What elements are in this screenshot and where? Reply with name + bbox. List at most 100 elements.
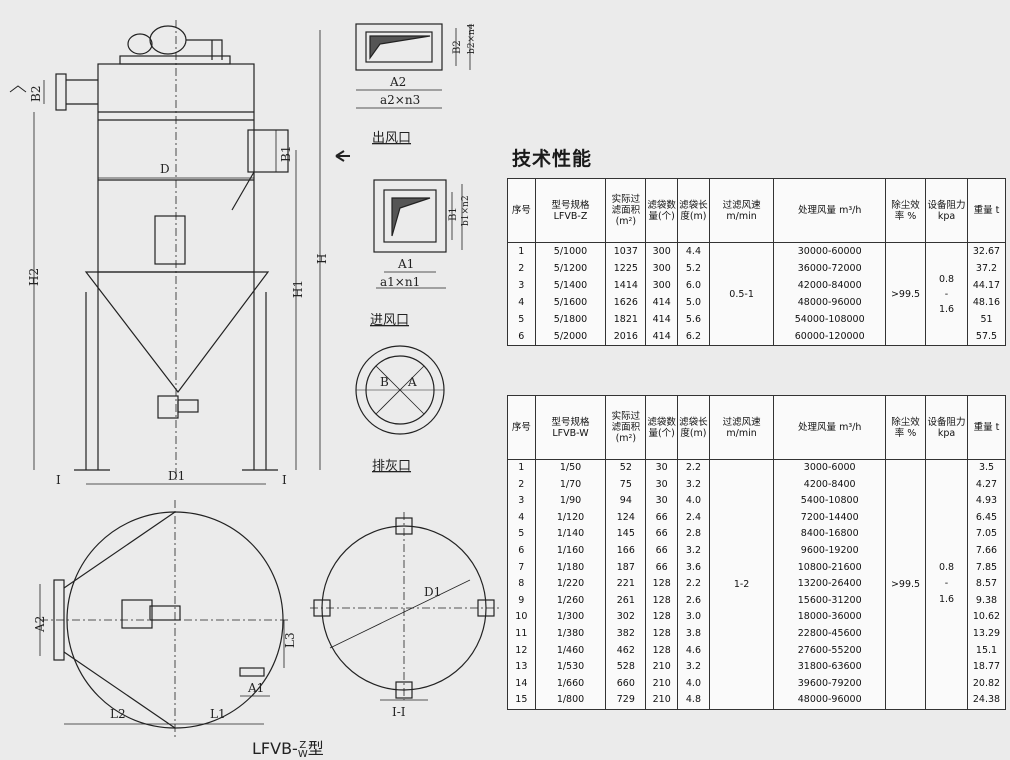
th-air: 处理风量 m³/h [773, 395, 887, 460]
table-cell: 5/1200 [553, 263, 588, 274]
table-cell: 302 [616, 611, 635, 623]
table-cell: 94 [619, 495, 632, 507]
table-cell: 210 [652, 661, 671, 673]
hopper [84, 271, 270, 393]
table-cell: 57.5 [975, 331, 998, 342]
dim-b1n2: b1×n2 [461, 195, 471, 226]
label-ash-outlet: 排灰口 [372, 459, 411, 474]
th-model: 型号规格 LFVB-Z [534, 178, 607, 243]
dim-I-left: I [56, 473, 61, 487]
ash-valve [157, 395, 179, 419]
th-speed: 过滤风速 m/min [708, 395, 775, 460]
table-cell: 32.67 [972, 246, 1001, 257]
table-cell: 5.2 [685, 263, 701, 274]
table-cell: 4.8 [685, 694, 701, 706]
table-cell: 1414 [613, 280, 638, 291]
th-area: 实际过滤面积(m²) [605, 395, 647, 460]
table-cell: 3.6 [685, 561, 701, 573]
table-cell: 2.2 [685, 462, 701, 473]
table-cell: 2.2 [685, 578, 701, 590]
inlet-box [247, 129, 289, 173]
table-cell: 1037 [613, 246, 638, 257]
table-cell: 5/1000 [553, 246, 588, 257]
th-weight: 重量 t [967, 395, 1006, 460]
table-cell: - [944, 578, 949, 590]
th-speed: 过滤风速 m/min [708, 178, 775, 243]
table-cell: 3.2 [685, 661, 701, 673]
table-cell: 1/220 [556, 578, 585, 590]
table-cell: 2.4 [685, 511, 701, 523]
table-cell: 2.6 [685, 594, 701, 606]
table-cell: 1/460 [556, 644, 585, 656]
outlet-detail [355, 23, 443, 71]
table-cell: 1/300 [556, 611, 585, 623]
access-door [154, 215, 186, 265]
table-cell: 4.27 [975, 478, 998, 490]
table-cell: 4.0 [685, 495, 701, 507]
table-cell: 128 [652, 644, 671, 656]
table-cell: 187 [616, 561, 635, 573]
dim-B1: B1 [279, 146, 293, 162]
table-cell: 48000-96000 [797, 694, 862, 706]
dim-Bi: B1 [448, 207, 459, 221]
dim-D: D [160, 162, 170, 176]
outlet-flange [55, 73, 67, 111]
table-cell: 48.16 [972, 297, 1001, 308]
table-cell: 2.8 [685, 528, 701, 540]
table-cell: 18.77 [972, 661, 1001, 673]
table-cell: 0.8 [938, 562, 955, 574]
table-cell: 7.85 [975, 561, 998, 573]
table-cell: 2 [518, 263, 525, 274]
table-cell: 300 [652, 280, 671, 291]
table-cell: 1 [518, 462, 525, 473]
section-title: 技术性能 [512, 148, 593, 170]
th-no: 序号 [507, 395, 536, 460]
table-cell: 3.0 [685, 611, 701, 623]
cell-speed: 1-2 [708, 459, 775, 710]
dim-B2: B2 [29, 86, 43, 102]
table-cell: 15 [515, 694, 528, 706]
table-cell: 6.2 [685, 331, 701, 342]
table-cell: 1/90 [559, 495, 582, 507]
table-cell: 30 [655, 478, 668, 490]
table-cell: 22800-45600 [797, 627, 862, 639]
table-cell: 1.6 [938, 594, 955, 606]
dim-A: A [407, 375, 417, 389]
table-cell: 27600-55200 [797, 644, 862, 656]
table-cell: 18000-36000 [797, 611, 862, 623]
th-eff: 除尘效率 % [885, 395, 926, 460]
table-cell: 210 [652, 694, 671, 706]
table-cell: 4.0 [685, 677, 701, 689]
table-cell: 1/160 [556, 544, 585, 556]
table-cell: 13 [515, 661, 528, 673]
table-cell: 66 [655, 561, 668, 573]
table-cell: 13200-26400 [797, 578, 862, 590]
table-cell: 382 [616, 627, 635, 639]
table-cell: 5.0 [685, 297, 701, 308]
table-cell: 1/260 [556, 594, 585, 606]
dim-H1: H1 [291, 280, 305, 298]
model-z: Z [299, 739, 307, 751]
table-cell: 6.45 [975, 511, 998, 523]
table-cell: 1/380 [556, 627, 585, 639]
table-cell: 124 [616, 511, 635, 523]
th-eff: 除尘效率 % [885, 178, 926, 243]
table-cell: 20.82 [972, 677, 1001, 689]
cell-eff: >99.5 [885, 242, 926, 346]
dim-L1: L1 [210, 707, 226, 721]
col-res: 0.8-1.6 [927, 272, 966, 317]
table-cell: 39600-79200 [797, 677, 862, 689]
table-cell: 54000-108000 [794, 314, 865, 325]
inlet-detail [373, 179, 447, 253]
label-outlet: 出风口 [372, 131, 411, 146]
top-pipe [186, 39, 223, 60]
